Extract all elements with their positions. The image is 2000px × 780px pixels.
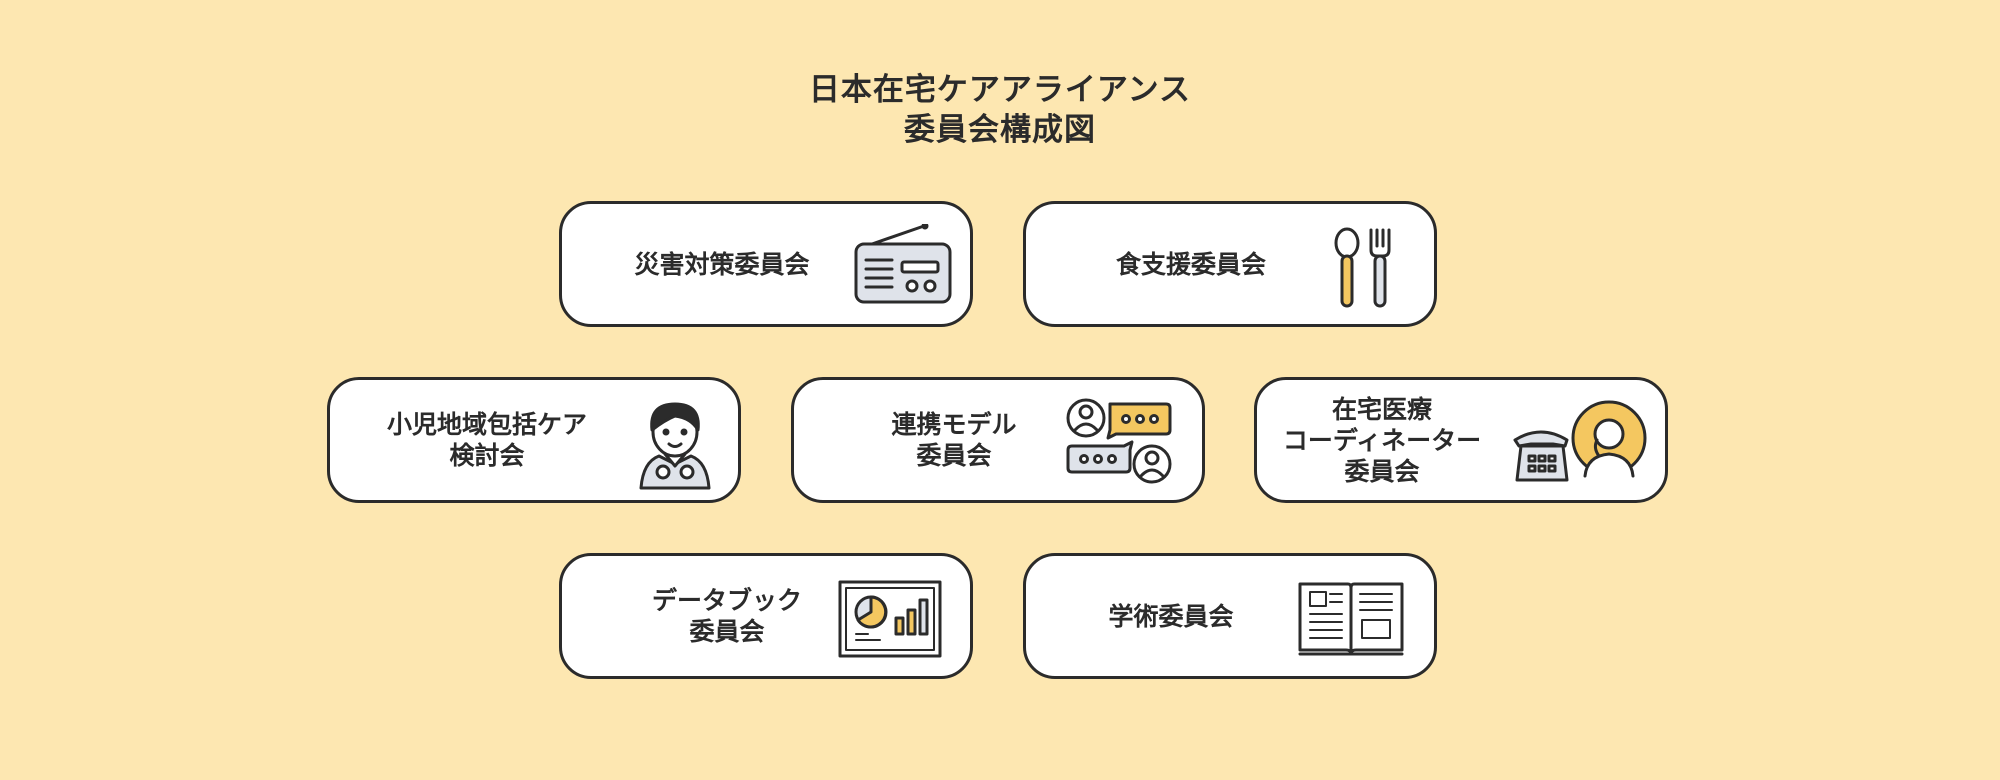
committee-card-home-medical-coordinator: 在宅医療 コーディネーター 委員会: [1254, 377, 1668, 503]
committee-card-disaster: 災害対策委員会: [559, 201, 973, 327]
committee-label: 小児地域包括ケア 検討会: [386, 410, 587, 470]
committee-label: 在宅医療 コーディネーター 委員会: [1282, 394, 1482, 486]
committee-card-food-support: 食支援委員会: [1023, 201, 1437, 327]
committee-card-databook: データブック 委員会: [559, 553, 973, 679]
title-line-1: 日本在宅ケアアライアンス: [808, 72, 1192, 108]
chat-people-icon: [1066, 398, 1172, 484]
phone-person-icon: [1513, 400, 1647, 482]
spoon-fork-icon: [1334, 227, 1391, 308]
dashboard-chart-icon: [838, 580, 942, 658]
open-book-icon: [1298, 582, 1404, 656]
committee-label: 災害対策委員会: [634, 249, 810, 279]
committee-label: 学術委員会: [1108, 601, 1234, 631]
committee-card-academic: 学術委員会: [1023, 553, 1437, 679]
committee-label: 食支援委員会: [1115, 249, 1266, 279]
committee-card-collaboration-model: 連携モデル 委員会: [791, 377, 1205, 503]
radio-icon: [854, 224, 952, 304]
committee-card-pediatric-care: 小児地域包括ケア 検討会: [327, 377, 741, 503]
child-icon: [639, 402, 711, 490]
committee-label: データブック 委員会: [651, 586, 802, 646]
title-line-2: 委員会構成図: [904, 112, 1096, 148]
committee-label: 連携モデル 委員会: [891, 410, 1017, 470]
diagram-title: 日本在宅ケアアライアンス 委員会構成図: [0, 70, 2000, 150]
